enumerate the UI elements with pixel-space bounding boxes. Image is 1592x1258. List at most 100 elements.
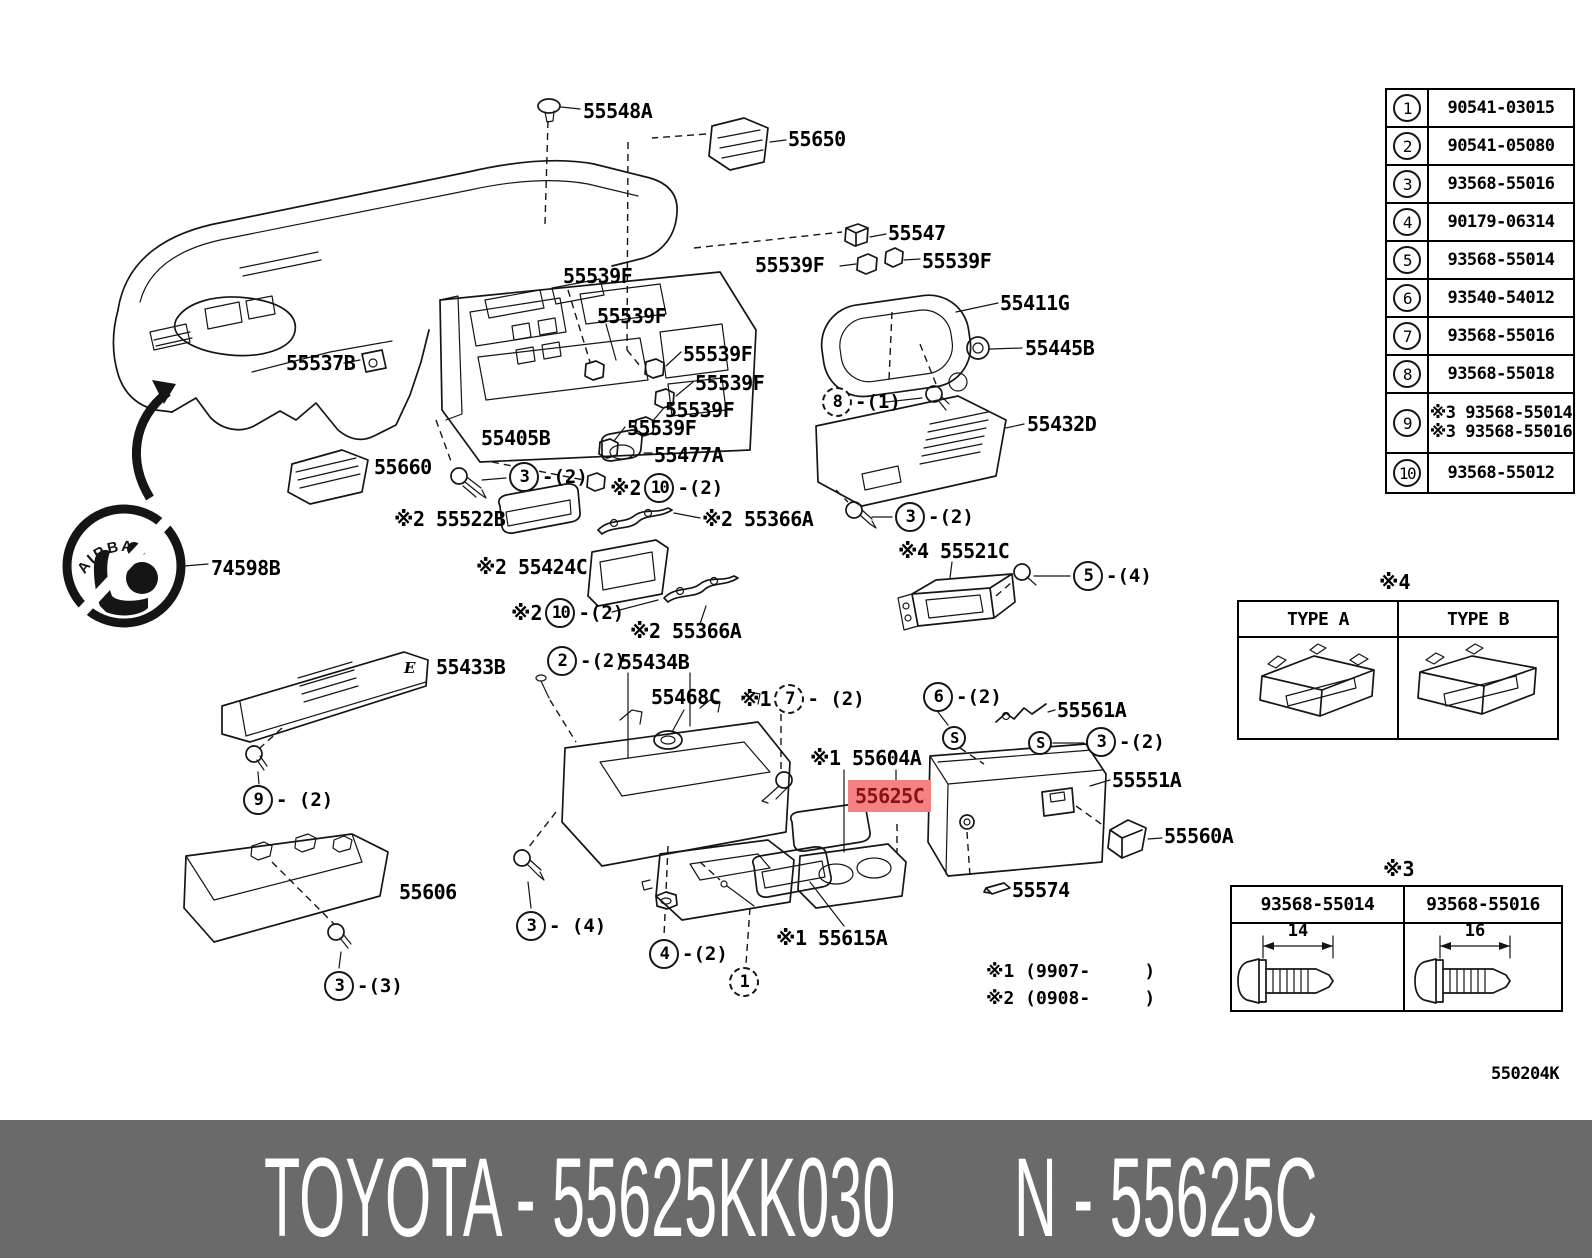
callout-circle: 3 (324, 971, 354, 1001)
fastener-row-2: 2 90541-05080 (1387, 128, 1573, 166)
callout-circle: 2 (547, 646, 577, 676)
part-label-55539F: 55539F (922, 249, 992, 273)
banner-part-number: TOYOTA - 55625KK030 (264, 1135, 896, 1258)
callout-3-x-x2-x: 3-(2) (509, 462, 588, 492)
fastener-part-number: 93568-55018 (1447, 363, 1555, 384)
part-label-55432D: 55432D (1027, 412, 1097, 436)
fastener-row-number: 9 (1387, 394, 1429, 452)
part-label-2-55366A: ※2 55366A (702, 507, 814, 531)
drawing-code: 550204K (1491, 1064, 1560, 1084)
part-label-55539F: 55539F (755, 253, 825, 277)
callout-3-x-x-x4-x: 3- (4) (516, 911, 606, 941)
part-label-55539F: 55539F (627, 416, 697, 440)
part-label-2-55424C: ※2 55424C (476, 555, 588, 579)
part-label-1-55604A: ※1 55604A (810, 746, 922, 770)
callout-9-x-x-x2-x: 9- (2) (243, 785, 333, 815)
callout-circle: 9 (243, 785, 273, 815)
callout-quantity: -(2) (677, 477, 724, 499)
callout-quantity: -(2) (682, 943, 728, 965)
production-note-1: ※1 (9907- ) (986, 961, 1156, 982)
part-label-55539F: 55539F (597, 304, 667, 328)
callout-prefix: ※1 (740, 687, 772, 711)
callout-quantity: -(2) (928, 506, 974, 528)
part-label-55434B: 55434B (620, 650, 690, 674)
part-label-55606: 55606 (399, 880, 457, 904)
callout-circle: 5 (1073, 561, 1103, 591)
part-label-55561A: 55561A (1057, 698, 1127, 722)
fastener-part-number: 93568-55016 (1447, 173, 1555, 194)
screw-box-note: ※3 (1383, 857, 1415, 881)
callout-quantity: -(4) (1106, 565, 1152, 587)
part-label-55548A: 55548A (583, 99, 653, 123)
part-label-55433B: 55433B (436, 655, 506, 679)
screw-size-box: 93568-55014 93568-55016 (1230, 885, 1563, 1012)
part-label-55405B: 55405B (481, 426, 551, 450)
type-variant-box: TYPE A TYPE B (1237, 600, 1559, 740)
callout-2-x-x2-x: 2-(2) (547, 646, 626, 676)
fastener-row-number: 5 (1387, 242, 1429, 278)
fastener-row-number: 7 (1387, 318, 1429, 354)
callout-4-x-x2-x: 4-(2) (649, 939, 728, 969)
fastener-part-number: ※3 93568-55014※3 93568-55016 (1429, 403, 1573, 442)
part-label-55539F: 55539F (563, 264, 633, 288)
screw-mark-circle: S (942, 726, 966, 750)
part-label-2-55366A: ※2 55366A (630, 619, 742, 643)
row-number-circle: 10 (1393, 459, 1421, 487)
part-label-55477A: 55477A (654, 443, 724, 467)
callout-circle: 10 (644, 473, 675, 503)
fastener-part-number: 90541-05080 (1447, 135, 1555, 156)
part-label-55539F: 55539F (695, 371, 765, 395)
part-label-55537B: 55537B (286, 351, 356, 375)
callout-3-x-x3-x: 3-(3) (324, 971, 403, 1001)
fastener-row-8: 8 93568-55018 (1387, 356, 1573, 394)
fastener-row-number: 4 (1387, 204, 1429, 240)
callout-quantity: -(2) (578, 602, 625, 624)
screw-a-dimension: 14 (1287, 921, 1309, 941)
type-b-header: TYPE B (1399, 602, 1557, 638)
callout-prefix: ※2 (610, 476, 642, 500)
callout-quantity: -(2) (956, 686, 1002, 708)
part-label-74598B: 74598B (211, 556, 281, 580)
callout-prefix: ※2 (511, 601, 543, 625)
row-number-circle: 2 (1393, 132, 1421, 160)
part-label-55468C: 55468C (651, 685, 721, 709)
part-label-55539F: 55539F (665, 398, 735, 422)
part-label-1-55615A: ※1 55615A (776, 926, 888, 950)
fastener-part-number: 93568-55014 (1447, 249, 1555, 270)
fastener-row-9: 9 ※3 93568-55014※3 93568-55016 (1387, 394, 1573, 454)
callout-circle: 7 (774, 684, 805, 714)
fastener-row-3: 3 93568-55016 (1387, 166, 1573, 204)
callout-quantity: -(2) (580, 650, 626, 672)
callout-quantity: -(2) (542, 466, 588, 488)
callout-5-x-x4-x: 5-(4) (1073, 561, 1152, 591)
part-label-55445B: 55445B (1025, 336, 1095, 360)
banner-part-code: N - 55625C (1014, 1135, 1318, 1258)
callout-circle: 1 (729, 967, 759, 997)
row-number-circle: 8 (1393, 360, 1421, 388)
row-number-circle: 3 (1393, 170, 1421, 198)
callout-1: 1 (729, 967, 759, 997)
callout-circle: 3 (509, 462, 539, 492)
fastener-row-number: 1 (1387, 90, 1429, 126)
callout-S: S (1028, 731, 1052, 755)
callout-quantity: - (2) (807, 688, 865, 710)
callout-quantity: -(1) (855, 391, 901, 413)
production-note-2: ※2 (0908- ) (986, 988, 1156, 1009)
part-label-55547: 55547 (888, 221, 946, 245)
callout-S: S (942, 726, 966, 750)
fastener-row-number: 10 (1387, 454, 1429, 492)
callout-3-x-x2-x: 3-(2) (1086, 727, 1165, 757)
row-number-circle: 7 (1393, 322, 1421, 350)
screw-mark-circle: S (1028, 731, 1052, 755)
callout-8-x-x1-x: 8-(1) (822, 387, 901, 417)
row-number-circle: 9 (1393, 409, 1421, 437)
